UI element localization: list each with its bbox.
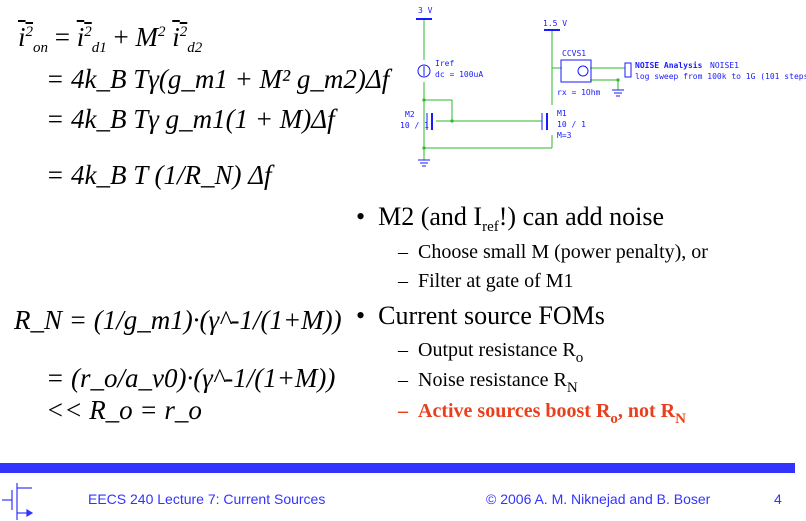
page-number: 4 [774, 491, 782, 507]
m2-name: M2 [405, 110, 415, 119]
rn-equation-1: R_N = (1/g_m1)·(γ^-1/(1+M)) [14, 305, 342, 335]
subbullet: – Choose small M (power penalty), or [398, 241, 708, 263]
subbullet: – Filter at gate of M1 [398, 270, 574, 292]
subbullet-highlight: – Active sources boost Ro, not RN [398, 400, 686, 427]
m2-size: 10 / 1 [400, 121, 429, 130]
analysis-desc: log sweep from 100k to 1G (101 steps) [635, 72, 806, 81]
iref-name: Iref [435, 59, 454, 68]
ccvs-name: CCVS1 [562, 49, 586, 58]
bullet-fom: • Current source FOMs [356, 301, 605, 330]
equation-line-2: = 4k_B Tγ(g_m1 + M² g_m2)Δf [46, 64, 390, 94]
circuit-schematic: 3 V 1.5 V Iref dc = 100uA CCVS1 rx = 1Oh… [400, 6, 806, 167]
m1-size: 10 / 1 [557, 120, 586, 129]
footer-bar [0, 463, 795, 473]
transistor-logo-icon [2, 483, 34, 520]
analysis-title: NOISE Analysis [635, 60, 703, 70]
footer-course: EECS 240 Lecture 7: Current Sources [88, 491, 326, 507]
subbullet: – Noise resistance RN [398, 369, 578, 396]
rn-equation-2: = (r_o/a_v0)·(γ^-1/(1+M)) << R_o = r_o [46, 363, 336, 425]
subbullet: – Output resistance Ro [398, 339, 584, 366]
ccvs-value: rx = 1Ohm [557, 88, 601, 97]
analysis-name: NOISE1 [710, 61, 739, 70]
vbias-label: 1.5 V [543, 19, 567, 28]
iref-value: dc = 100uA [435, 70, 483, 79]
equation-line-3: = 4k_B Tγ g_m1(1 + M)Δf [46, 104, 335, 134]
m1-name: M1 [557, 109, 567, 118]
footer-copyright: © 2006 A. M. Niknejad and B. Boser [486, 491, 711, 507]
vdd-label: 3 V [418, 6, 433, 15]
noise-current-equation: i2on = i2d1 + M2 i2d2 [18, 22, 203, 56]
bullet-m2-noise: • M2 (and Iref!) can add noise [356, 202, 665, 235]
equation-line-4: = 4k_B T (1/R_N) Δf [46, 160, 272, 190]
m1-mult: M=3 [557, 131, 572, 140]
